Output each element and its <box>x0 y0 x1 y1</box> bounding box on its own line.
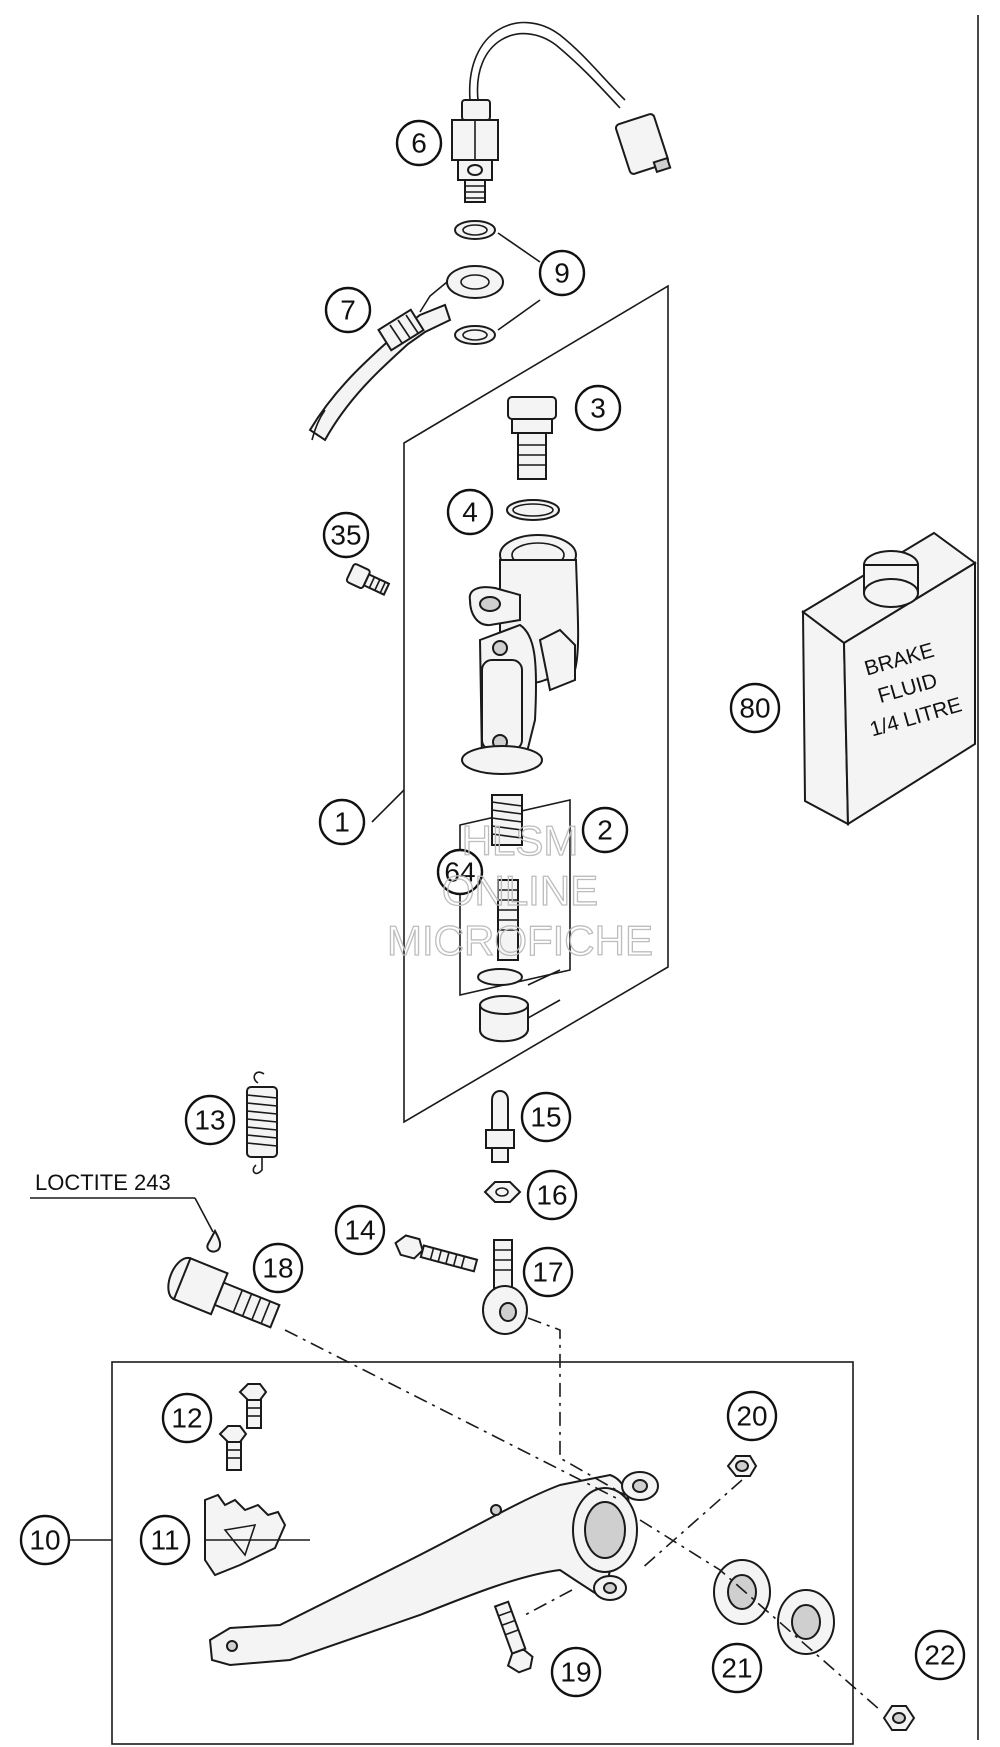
screw-35 <box>345 563 391 596</box>
callout-20: 20 <box>726 1390 778 1442</box>
nut-22 <box>882 1705 916 1731</box>
push-rod <box>485 1090 515 1163</box>
callout-22: 22 <box>914 1629 966 1681</box>
reservoir-cap <box>507 396 557 480</box>
svg-text:10: 10 <box>29 1525 60 1556</box>
nut-20 <box>726 1455 758 1477</box>
svg-text:17: 17 <box>532 1257 563 1288</box>
callout-35: 35 <box>322 511 370 559</box>
svg-text:18: 18 <box>262 1253 293 1284</box>
callout-80: 80 <box>729 682 781 734</box>
screws-12 <box>218 1383 268 1471</box>
bearings-21 <box>713 1559 835 1655</box>
svg-text:1: 1 <box>334 807 350 838</box>
svg-text:16: 16 <box>536 1180 567 1211</box>
svg-text:19: 19 <box>560 1657 591 1688</box>
svg-text:7: 7 <box>340 295 356 326</box>
svg-text:15: 15 <box>530 1102 561 1133</box>
svg-text:20: 20 <box>736 1401 767 1432</box>
callout-15: 15 <box>520 1091 572 1143</box>
callout-19: 19 <box>550 1646 602 1698</box>
brake-fluid-can: BRAKE FLUID 1/4 LITRE <box>801 531 977 826</box>
brake-pedal-frame <box>111 1361 854 1745</box>
callout-18: 18 <box>252 1242 304 1294</box>
svg-text:6: 6 <box>411 128 427 159</box>
clevis-17 <box>482 1239 528 1335</box>
callout-4: 4 <box>446 488 494 536</box>
sealing-rings <box>454 220 541 345</box>
loctite-label: LOCTITE 243 <box>35 1170 171 1195</box>
o-ring <box>506 499 560 521</box>
watermark-line2: ONLINE <box>442 867 598 914</box>
assembly-lines <box>284 1317 881 1711</box>
brake-light-switch <box>451 21 672 203</box>
svg-text:22: 22 <box>924 1640 955 1671</box>
callout-16: 16 <box>526 1169 578 1221</box>
callout-12: 12 <box>161 1392 213 1444</box>
callout-64: 64 <box>436 848 484 896</box>
callout-7: 7 <box>324 286 372 334</box>
callout-11: 11 <box>139 1514 191 1566</box>
callout-2: 2 <box>581 806 629 854</box>
svg-text:14: 14 <box>344 1215 375 1246</box>
callout-1: 1 <box>318 798 366 846</box>
callout-17: 17 <box>522 1246 574 1298</box>
callout-9: 9 <box>538 249 586 297</box>
svg-text:3: 3 <box>590 393 606 424</box>
bolt-19 <box>493 1600 534 1674</box>
master-cylinder-body <box>461 534 580 775</box>
callout-14: 14 <box>334 1204 386 1256</box>
svg-text:9: 9 <box>554 258 570 289</box>
pivot-bolt <box>167 1228 281 1329</box>
return-spring <box>246 1071 278 1175</box>
nut-16 <box>483 1181 522 1203</box>
watermark: HLSM ONLINE MICROFICHE <box>386 816 653 964</box>
watermark-line1: HLSM <box>462 817 579 864</box>
master-cylinder-frame <box>403 284 669 1124</box>
callout-13: 13 <box>184 1094 236 1146</box>
brake-pedal-arm <box>208 1471 659 1667</box>
pedal-tip-11 <box>204 1493 287 1577</box>
svg-text:35: 35 <box>330 520 361 551</box>
svg-text:11: 11 <box>150 1525 179 1556</box>
callout-21: 21 <box>711 1642 763 1694</box>
callout-3: 3 <box>574 384 622 432</box>
callout-leaders <box>205 789 405 1541</box>
svg-text:2: 2 <box>597 815 613 846</box>
svg-text:13: 13 <box>194 1105 225 1136</box>
svg-text:12: 12 <box>171 1403 202 1434</box>
svg-text:4: 4 <box>462 497 478 528</box>
svg-text:21: 21 <box>721 1653 752 1684</box>
brake-hose <box>308 265 504 442</box>
callout-6: 6 <box>395 119 443 167</box>
callout-10: 10 <box>19 1514 71 1566</box>
bolt-14 <box>394 1234 479 1273</box>
svg-text:80: 80 <box>739 693 770 724</box>
piston-assembly <box>459 794 571 1043</box>
watermark-line3: MICROFICHE <box>387 917 653 964</box>
svg-text:64: 64 <box>444 857 475 888</box>
